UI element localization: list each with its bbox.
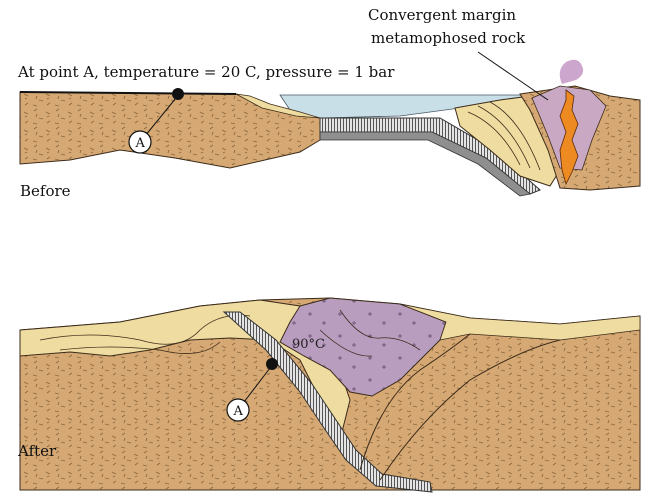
after-point-a-dot xyxy=(266,358,278,370)
before-panel-label: Before xyxy=(20,182,71,200)
after-panel-label: After xyxy=(18,442,56,460)
convergent-label-line1: Convergent margin xyxy=(368,6,516,24)
convergent-label-line2: metamophosed rock xyxy=(371,29,525,47)
before-sediment-left xyxy=(20,92,320,168)
convergent-leader xyxy=(478,52,548,100)
before-point-a-dot xyxy=(172,88,184,100)
after-temperature-label: 90°C xyxy=(292,337,325,352)
before-point-a-label: A xyxy=(135,136,146,151)
after-panel: A xyxy=(20,298,640,492)
after-point-a-label: A xyxy=(233,404,244,419)
point-a-conditions: At point A, temperature = 20 C, pressure… xyxy=(18,63,394,81)
before-volcano-plume xyxy=(560,60,583,84)
